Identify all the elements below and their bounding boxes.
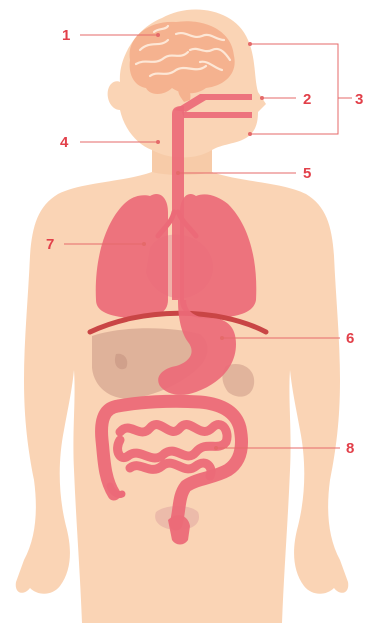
oral-passage (182, 112, 252, 118)
leader-dot-8 (214, 446, 218, 450)
leader-dot-5 (176, 171, 180, 175)
leader-dot-4 (156, 140, 160, 144)
label-7: 7 (46, 236, 54, 253)
label-1: 1 (62, 27, 70, 44)
brain-shape (130, 21, 235, 94)
leader-dot-6 (220, 336, 224, 340)
leader-dot-3a (248, 42, 252, 46)
leader-dot-2 (260, 96, 264, 100)
label-4: 4 (60, 134, 69, 151)
label-8: 8 (346, 440, 354, 457)
label-2: 2 (303, 91, 311, 108)
label-6: 6 (346, 330, 354, 347)
leader-bracket-3 (250, 44, 338, 134)
leader-dot-1 (156, 33, 160, 37)
label-3: 3 (355, 91, 363, 108)
trachea (172, 106, 184, 300)
label-5: 5 (303, 165, 311, 182)
leader-dot-7 (142, 242, 146, 246)
leader-dot-3b (248, 132, 252, 136)
